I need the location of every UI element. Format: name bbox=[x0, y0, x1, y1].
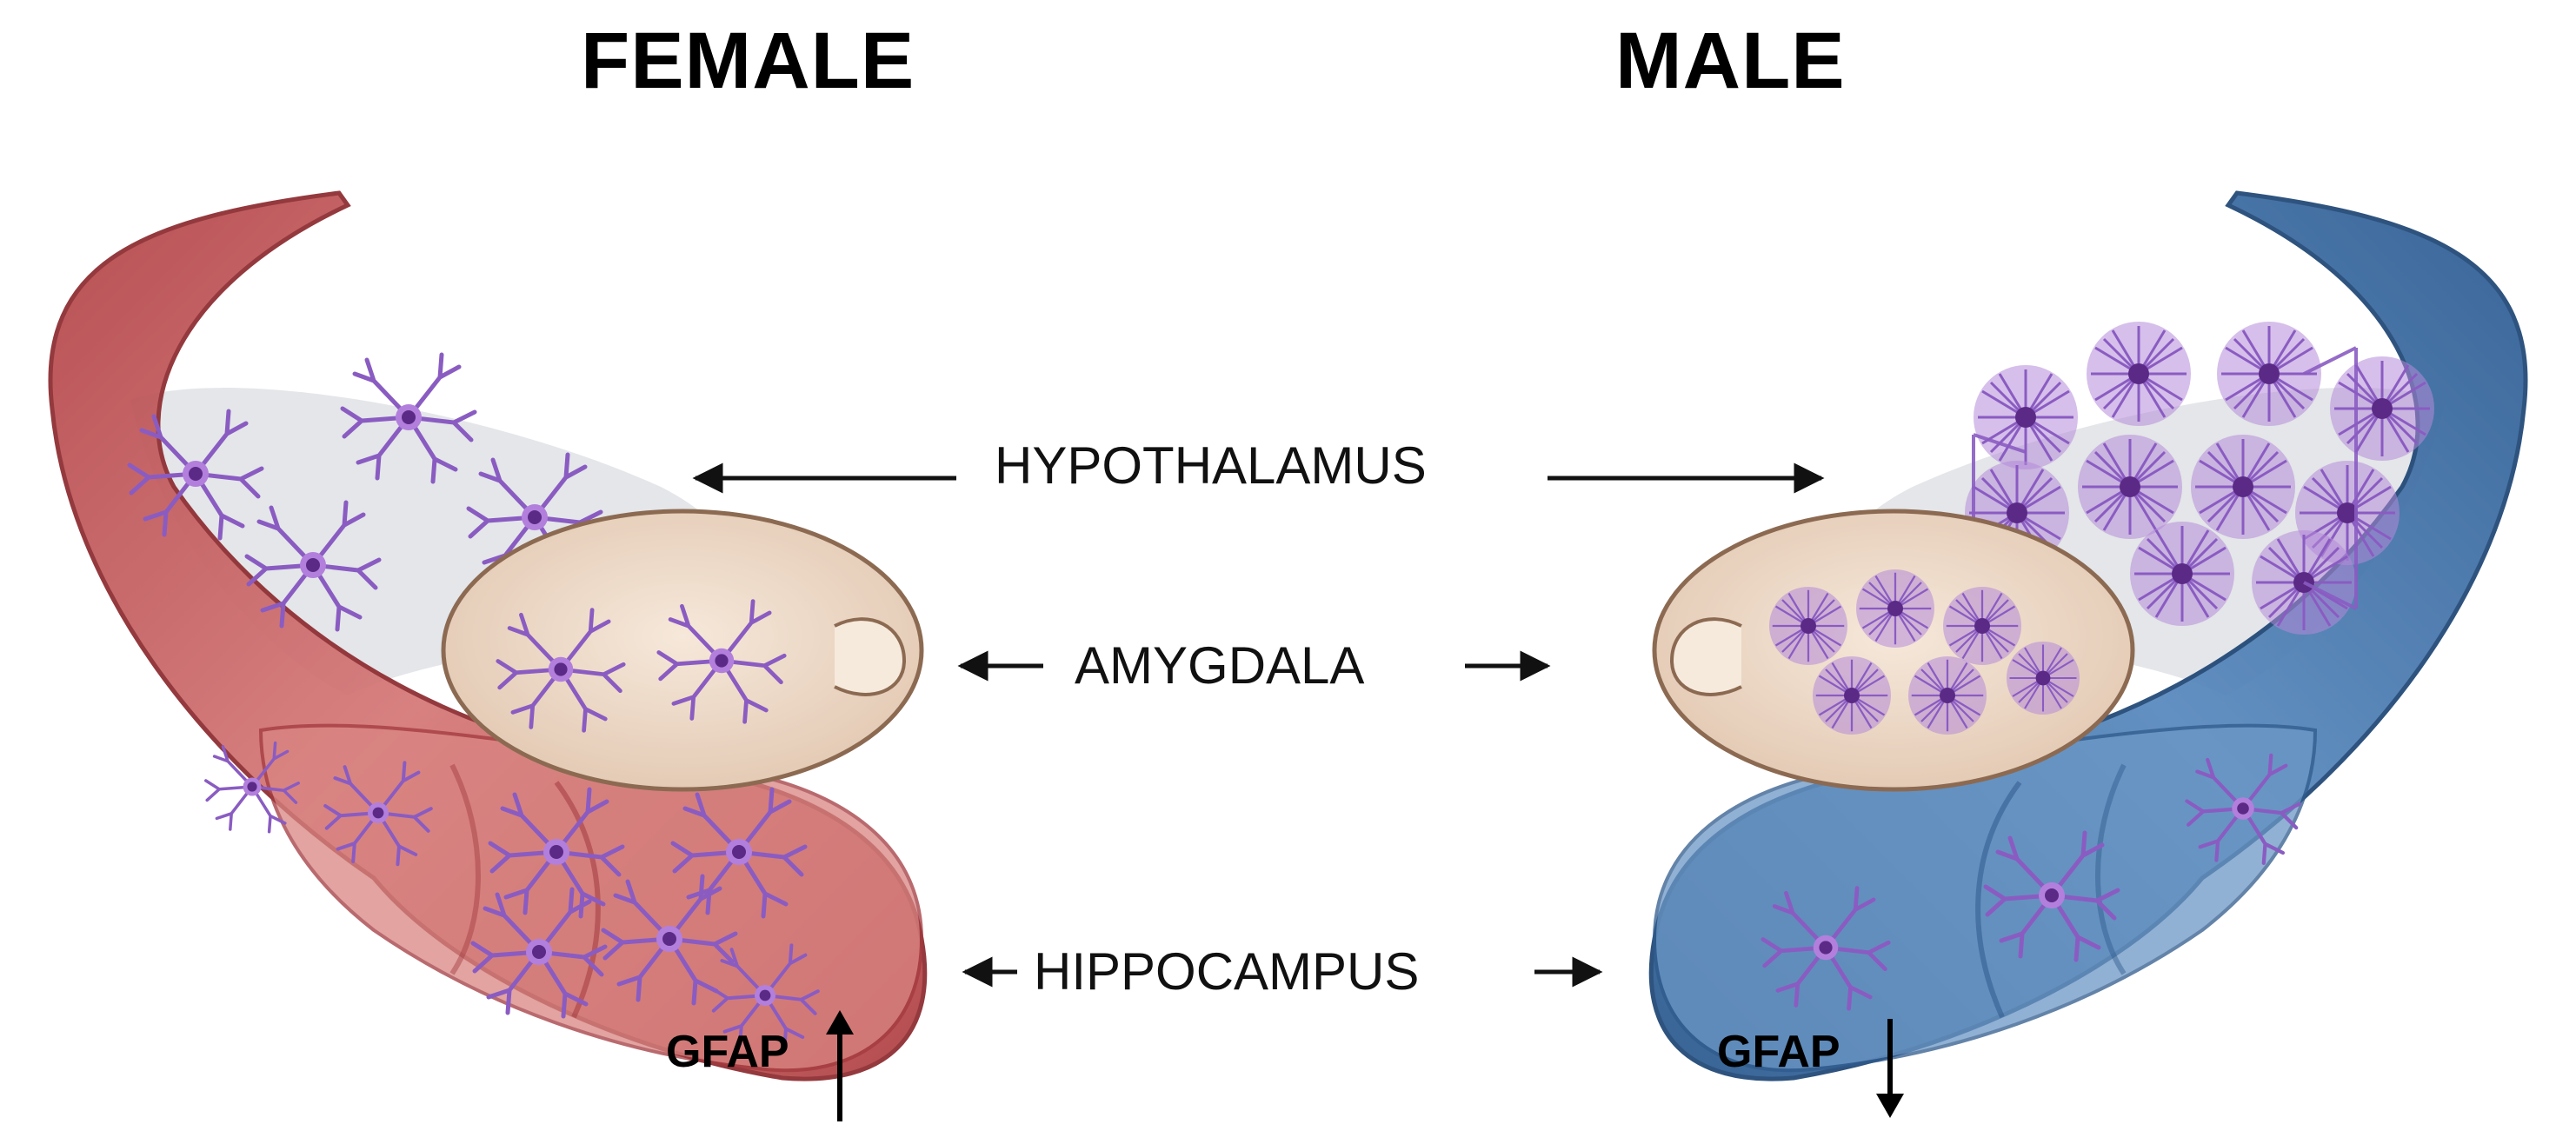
male-gfap-label: GFAP bbox=[1717, 1027, 1840, 1077]
female-brain bbox=[48, 190, 928, 1081]
female-heading: FEMALE bbox=[581, 17, 915, 105]
male-heading: MALE bbox=[1615, 17, 1846, 105]
arrow-up-icon bbox=[826, 1010, 854, 1121]
hippocampus-label: HIPPOCAMPUS bbox=[1022, 941, 1432, 1003]
hypothalamus-label: HYPOTHALAMUS bbox=[982, 435, 1439, 497]
female-gfap-label: GFAP bbox=[666, 1027, 789, 1077]
male-amygdala bbox=[1652, 509, 2135, 792]
male-brain bbox=[1648, 190, 2528, 1081]
arrow-down-icon bbox=[1876, 1019, 1904, 1118]
female-amygdala bbox=[441, 509, 924, 792]
amygdala-label: AMYGDALA bbox=[1062, 635, 1377, 697]
connector-arrows bbox=[692, 462, 1825, 988]
